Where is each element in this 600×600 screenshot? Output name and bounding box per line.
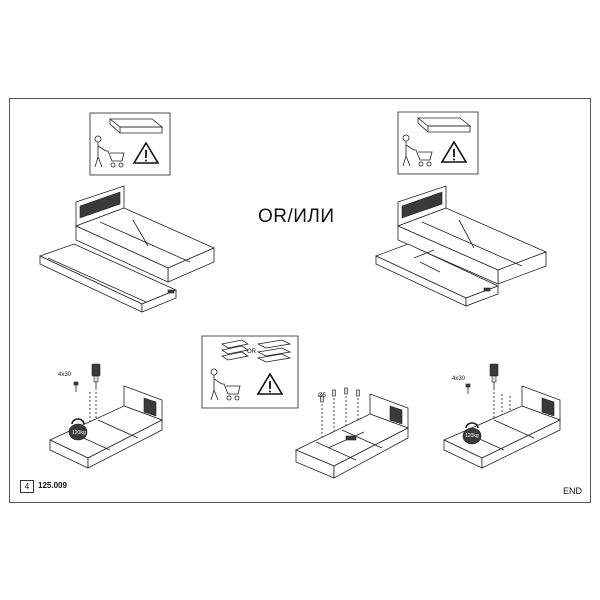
bed-weight-left	[49, 363, 163, 469]
screwdriver-icon	[489, 363, 499, 390]
board-illustration	[108, 118, 164, 134]
dowel-size-label: Ø5	[318, 393, 327, 399]
screwdriver-icon	[91, 363, 101, 390]
screw-icon	[465, 383, 471, 394]
handling-box-panels	[201, 335, 299, 409]
screws-left-label: 4x30	[58, 372, 72, 378]
screw-icon	[73, 381, 79, 392]
headboard-panel	[401, 191, 443, 219]
bed-weight-right	[443, 363, 562, 469]
stacked-panels-left	[220, 339, 250, 361]
screws-right-label: 4x30	[452, 376, 466, 382]
or-label: OR/ИЛИ	[258, 206, 335, 227]
handling-box-left	[89, 112, 171, 176]
panel-or-label: OR	[247, 349, 256, 355]
kettlebell-weight-icon	[462, 422, 482, 445]
weight-left-label: 120kg	[72, 430, 86, 436]
warning-triangle-icon	[440, 140, 468, 163]
page-number: 4	[20, 480, 34, 493]
bed-dowels-middle	[295, 387, 409, 479]
product-code: 125.009	[38, 481, 67, 490]
stacked-panels-right	[256, 339, 292, 363]
bed-with-drawer-left	[38, 185, 215, 313]
board-illustration	[416, 117, 472, 133]
headboard-panel	[79, 191, 121, 219]
warning-triangle-icon	[256, 372, 284, 395]
weight-right-label: 120kg	[465, 433, 479, 439]
warning-triangle-icon	[132, 141, 160, 164]
end-label: END	[563, 486, 583, 496]
worker-with-cart-icon	[94, 135, 125, 168]
worker-with-cart-icon	[402, 134, 433, 167]
worker-with-cart-icon	[210, 368, 241, 401]
handling-box-right	[397, 111, 479, 175]
kettlebell-weight-icon	[68, 418, 88, 441]
bed-with-drawer-right	[374, 185, 548, 307]
page-frame	[9, 98, 591, 503]
